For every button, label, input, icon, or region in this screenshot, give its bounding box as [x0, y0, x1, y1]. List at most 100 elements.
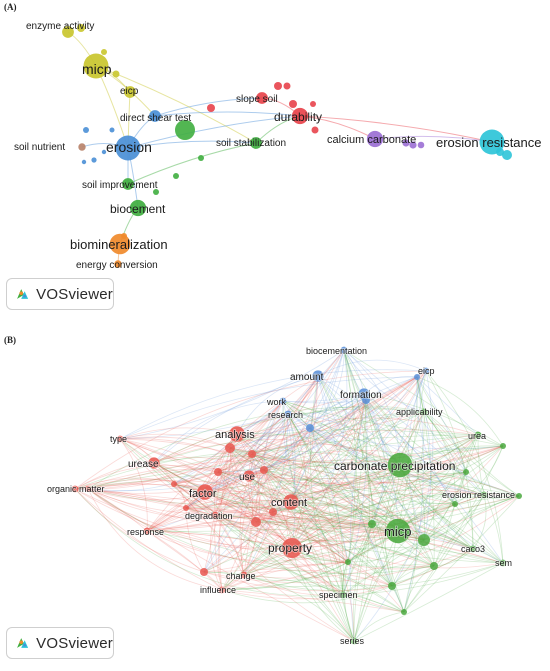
network-edge: [317, 375, 520, 497]
network-edge: [309, 427, 504, 450]
network-node-use[interactable]: [243, 470, 255, 482]
network-edge: [423, 434, 479, 541]
network-node-biomineralization[interactable]: [109, 233, 131, 255]
network-edge: [87, 399, 367, 494]
network-edge: [229, 427, 311, 449]
network-node-change[interactable]: [240, 571, 248, 579]
network-edge: [214, 472, 485, 516]
network-edge: [229, 393, 365, 449]
network-node-soil-nutrient[interactable]: [78, 143, 86, 151]
network-node-factor[interactable]: [197, 484, 213, 500]
network-edge: [229, 447, 373, 525]
network-node-soil-stabilization[interactable]: [250, 137, 262, 149]
network-node-organic-matter[interactable]: [71, 485, 79, 493]
network-node-series[interactable]: [350, 637, 358, 645]
network-edge: [255, 445, 504, 523]
network-edge: [291, 535, 474, 550]
network-node-urea[interactable]: [474, 431, 482, 439]
network-node-property[interactable]: [282, 538, 302, 558]
network-edge: [221, 589, 405, 613]
network-edge: [291, 492, 485, 549]
network-node-micp[interactable]: [83, 53, 109, 79]
network-edge: [203, 511, 274, 573]
network-node-response[interactable]: [143, 527, 151, 535]
network-edge: [363, 393, 504, 447]
network-edge: [87, 400, 284, 490]
network-node-sem[interactable]: [499, 559, 507, 567]
network-edge: [146, 507, 187, 532]
network-edge: [204, 491, 399, 533]
network-node-slope-soil[interactable]: [256, 92, 268, 104]
network-node-urease[interactable]: [148, 457, 160, 469]
network-edge: [287, 393, 365, 415]
network-node-formation[interactable]: [358, 388, 370, 400]
network-node-minor: [85, 486, 91, 492]
network-node-enzyme-activity[interactable]: [62, 26, 74, 38]
network-edge: [74, 477, 206, 493]
network-edge: [173, 483, 292, 508]
network-edge: [203, 427, 311, 573]
network-node-caco3[interactable]: [469, 545, 477, 553]
network-node-influence[interactable]: [218, 586, 226, 594]
network-edge: [290, 501, 373, 525]
network-edge: [229, 447, 456, 505]
network-node-soil-improvement[interactable]: [122, 178, 134, 190]
network-node-biocement[interactable]: [129, 199, 147, 217]
panel-a-label: (A): [4, 2, 17, 12]
network-node-work[interactable]: [279, 397, 287, 405]
network-node-minor: [214, 468, 222, 476]
network-edge: [236, 433, 456, 505]
network-node-erosion-resistance[interactable]: [480, 491, 488, 499]
network-edge: [146, 530, 344, 596]
network-node-erosion-resistance[interactable]: [479, 129, 505, 155]
network-node-micp[interactable]: [385, 518, 411, 544]
network-edge: [229, 447, 344, 596]
network-node-calcium-carbonate[interactable]: [366, 130, 384, 148]
network-node-degradation[interactable]: [211, 511, 219, 519]
network-edge: [287, 413, 307, 549]
network-edge: [146, 445, 504, 532]
network-node-research[interactable]: [284, 410, 292, 418]
network-node-erosion[interactable]: [115, 135, 141, 161]
network-node-eicp[interactable]: [422, 367, 430, 375]
network-edge: [214, 445, 504, 516]
network-node-carbonate-precipitation[interactable]: [387, 452, 413, 478]
network-edge: [236, 433, 274, 513]
node-label-use: use: [239, 472, 256, 483]
network-edge: [185, 507, 405, 613]
network-edge: [248, 464, 520, 497]
network-node-specimen[interactable]: [339, 591, 347, 599]
network-node-type[interactable]: [116, 435, 124, 443]
network-node-minor: [251, 517, 261, 527]
network-node-content[interactable]: [283, 494, 299, 510]
node-label-micp: micp: [82, 61, 112, 77]
vosviewer-logo-icon: [17, 638, 29, 648]
network-edge: [243, 495, 520, 579]
network-edge: [263, 469, 344, 596]
network-node-applicability[interactable]: [420, 408, 428, 416]
network-node-amount[interactable]: [312, 370, 324, 382]
network-edge: [454, 445, 504, 505]
network-edge: [272, 511, 504, 569]
network-edge: [365, 399, 504, 564]
network-edge: [185, 376, 418, 509]
network-edge: [127, 115, 301, 149]
network-node-eicp[interactable]: [124, 86, 136, 98]
network-edge: [343, 349, 405, 613]
network-node-durability[interactable]: [291, 107, 309, 125]
network-edge: [248, 434, 479, 486]
network-edge: [248, 453, 257, 523]
network-edge: [217, 400, 284, 473]
network-edge: [87, 488, 355, 642]
network-edge: [251, 413, 289, 455]
network-edge: [251, 349, 345, 455]
network-edge: [154, 111, 301, 117]
network-node-analysis[interactable]: [229, 426, 245, 442]
network-edge: [119, 436, 253, 455]
network-node-energy-conversion[interactable]: [114, 260, 122, 268]
network-edge: [243, 464, 401, 576]
network-edge: [282, 393, 365, 402]
network-node-biocementation[interactable]: [340, 346, 348, 354]
network-node-minor: [500, 443, 506, 449]
network-node-direct-shear-test[interactable]: [149, 110, 161, 122]
